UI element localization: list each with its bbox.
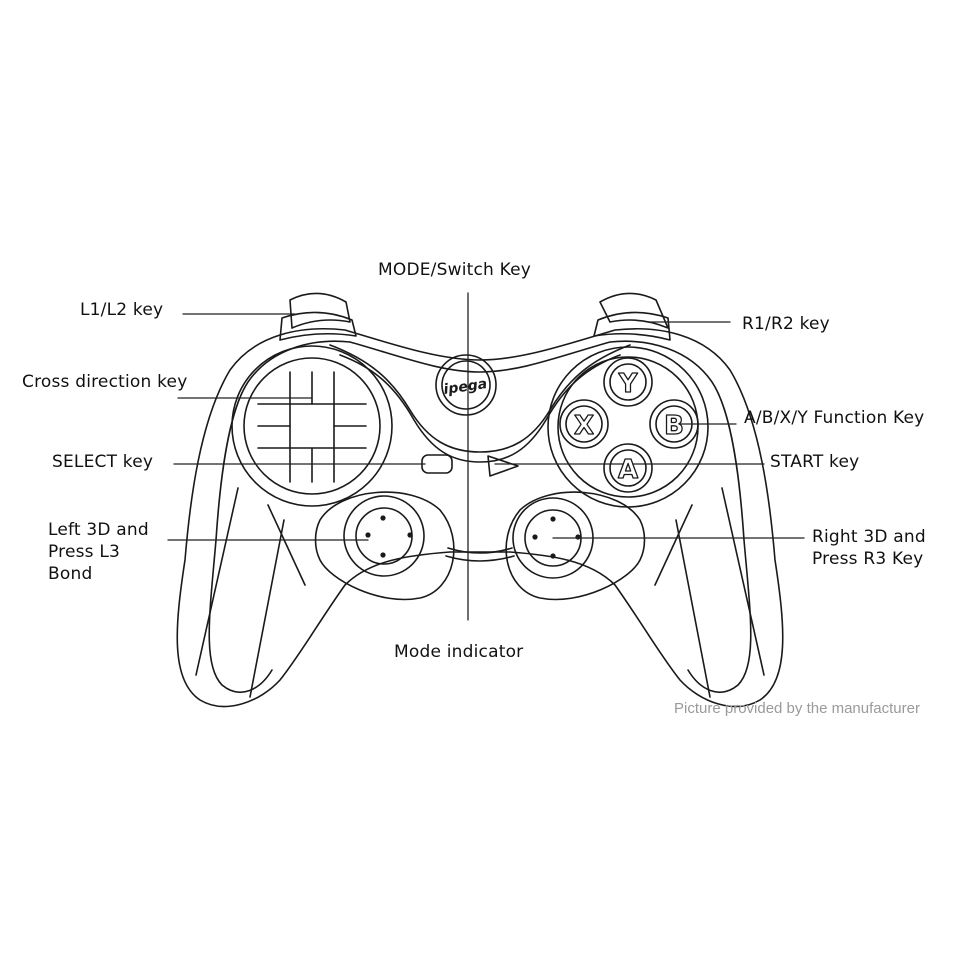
cross-direction-pad xyxy=(231,345,393,507)
select-label: SELECT key xyxy=(52,452,154,472)
start-button-icon xyxy=(487,455,519,477)
abxy-label: A/B/X/Y Function Key xyxy=(744,408,925,428)
right-analog-stick xyxy=(505,491,646,601)
x-button-letter: X xyxy=(574,411,594,441)
right-grip-lines xyxy=(654,487,765,698)
y-button-letter: Y xyxy=(618,369,639,399)
y-button xyxy=(603,357,653,407)
start-label: START key xyxy=(770,452,860,472)
cross-direction-label: Cross direction key xyxy=(22,372,188,392)
ipega-logo: ipega xyxy=(443,376,489,398)
left3d-label-line-2: Press L3 xyxy=(48,542,121,562)
right3d-label-line-1: Right 3D and xyxy=(812,527,926,547)
mode-indicator-label: Mode indicator xyxy=(394,642,524,662)
right3d-label-line-2: Press R3 Key xyxy=(812,549,924,569)
leader-lines xyxy=(167,292,805,621)
left-analog-stick xyxy=(314,491,455,601)
b-button-letter: B xyxy=(664,411,684,441)
manufacturer-credit: Picture provided by the manufacturer xyxy=(674,700,920,717)
left3d-label-line-1: Left 3D and xyxy=(48,520,149,540)
l1-l2-shoulder-icon xyxy=(279,292,357,341)
mode-switch-button xyxy=(435,354,497,416)
select-button-icon xyxy=(421,454,453,474)
left-grip-lines xyxy=(195,487,306,698)
l1l2-label: L1/L2 key xyxy=(80,300,164,320)
center-face-panel xyxy=(329,344,631,453)
mode-switch-label: MODE/Switch Key xyxy=(378,260,532,280)
left3d-label-line-3: Bond xyxy=(48,564,93,584)
a-button xyxy=(603,443,653,493)
x-button xyxy=(559,399,609,449)
r1-r2-shoulder-icon xyxy=(593,292,671,341)
a-button-letter: A xyxy=(618,455,638,485)
r1r2-label: R1/R2 key xyxy=(742,314,830,334)
controller-body-outline xyxy=(176,327,784,708)
